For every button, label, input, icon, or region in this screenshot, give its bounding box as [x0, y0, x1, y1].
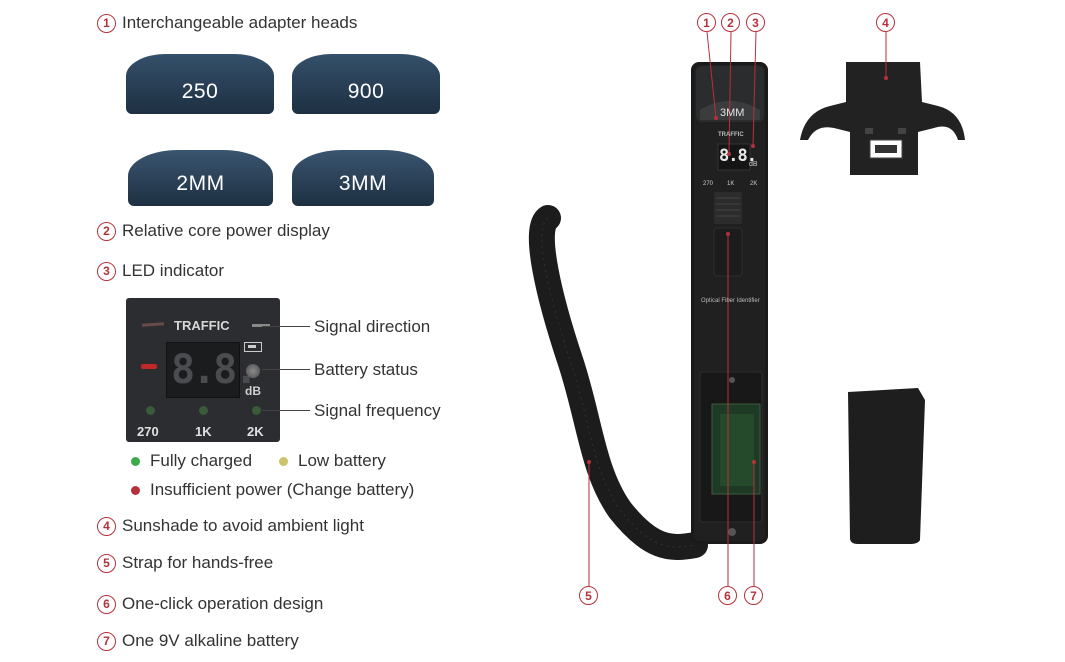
marker-4: 4 [876, 13, 895, 32]
signal-frequency-label: Signal frequency [314, 401, 441, 420]
battery-status-label: Battery status [314, 360, 418, 379]
direction-led-left [141, 322, 165, 327]
marker-1: 1 [697, 13, 716, 32]
red-dot-icon [131, 485, 140, 495]
device-button [714, 192, 742, 224]
feature-text: Strap for hands-free [122, 553, 274, 572]
feature-text: One-click operation design [122, 594, 324, 613]
feature-2: 2 Relative core power display [97, 221, 330, 241]
number-badge: 1 [97, 13, 116, 33]
marker-2: 2 [721, 13, 740, 32]
sunshade [800, 62, 965, 175]
feature-7: 7 One 9V alkaline battery [97, 631, 299, 651]
led-panel: TRAFFIC 8.8. dB 270 1K 2K [126, 298, 280, 442]
battery-led [246, 364, 260, 378]
number-badge: 7 [97, 631, 116, 651]
battery-cover [848, 388, 925, 544]
callout-line [262, 326, 310, 327]
callout-line [262, 369, 310, 370]
feature-text: One 9V alkaline battery [122, 631, 299, 650]
adapter-head-3mm: 3MM [292, 150, 434, 206]
freq-led-270 [146, 406, 155, 415]
feature-6: 6 One-click operation design [97, 594, 323, 614]
adapter-head-2mm: 2MM [128, 150, 273, 206]
feature-3: 3 LED indicator [97, 261, 224, 281]
number-badge: 5 [97, 553, 116, 573]
device-freq-2k: 2K [750, 181, 758, 187]
legend-fully-charged: Fully charged [131, 451, 252, 471]
freq-led-1k [199, 406, 208, 415]
number-badge: 2 [97, 221, 116, 241]
device-head-label: 3MM [720, 107, 745, 119]
yellow-dot-icon [279, 456, 288, 466]
direction-led-right [252, 324, 270, 327]
traffic-label: TRAFFIC [174, 318, 230, 333]
feature-5: 5 Strap for hands-free [97, 553, 273, 573]
green-dot-icon [131, 456, 140, 466]
device-traffic-label: TRAFFIC [718, 132, 744, 138]
legend-text: Insufficient power (Change battery) [150, 480, 415, 499]
marker-5: 5 [579, 586, 598, 605]
digit-display: 8.8. [166, 342, 258, 398]
signal-direction-label: Signal direction [314, 317, 431, 336]
device-display [717, 143, 751, 171]
adapter-head-label: 250 [181, 80, 219, 103]
number-badge: 3 [97, 261, 116, 281]
callout-line [262, 410, 310, 411]
freq-led-2k [252, 406, 261, 415]
number-badge: 4 [97, 516, 116, 536]
adapter-head-label: 900 [347, 80, 385, 103]
adapter-head-900: 900 [292, 54, 440, 114]
feature-text: Relative core power display [122, 221, 330, 240]
marker-7: 7 [744, 586, 763, 605]
feature-1: 1 Interchangeable adapter heads [97, 13, 357, 33]
strap [528, 205, 708, 560]
marker-3: 3 [746, 13, 765, 32]
freq-label-270: 270 [137, 424, 159, 439]
legend-text: Low battery [298, 451, 386, 470]
adapter-head-250: 250 [126, 54, 274, 114]
device-digits: 8.8. [719, 146, 757, 166]
feature-text: LED indicator [122, 261, 225, 280]
device-freq-270: 270 [703, 181, 714, 187]
legend-text: Fully charged [150, 451, 253, 470]
adapter-head-label: 2MM [176, 172, 225, 195]
device-db-label: dB [749, 161, 758, 168]
feature-text: Interchangeable adapter heads [122, 13, 358, 32]
adapter-head-label: 3MM [338, 172, 388, 195]
device-freq-1k: 1K [727, 181, 735, 187]
feature-4: 4 Sunshade to avoid ambient light [97, 516, 364, 536]
freq-label-1k: 1K [195, 424, 212, 439]
freq-label-2k: 2K [247, 424, 264, 439]
battery-icon [244, 342, 262, 352]
legend-insufficient-power: Insufficient power (Change battery) [131, 480, 414, 500]
feature-text: Sunshade to avoid ambient light [122, 516, 364, 535]
db-label: dB [245, 384, 261, 398]
device-brand-text: Optical Fiber Identifier [701, 298, 760, 304]
digit-readout: 8.8. [171, 347, 258, 393]
red-led [141, 364, 157, 369]
number-badge: 6 [97, 594, 116, 614]
marker-6: 6 [718, 586, 737, 605]
device-illustration [528, 31, 965, 586]
legend-low-battery: Low battery [279, 451, 386, 471]
